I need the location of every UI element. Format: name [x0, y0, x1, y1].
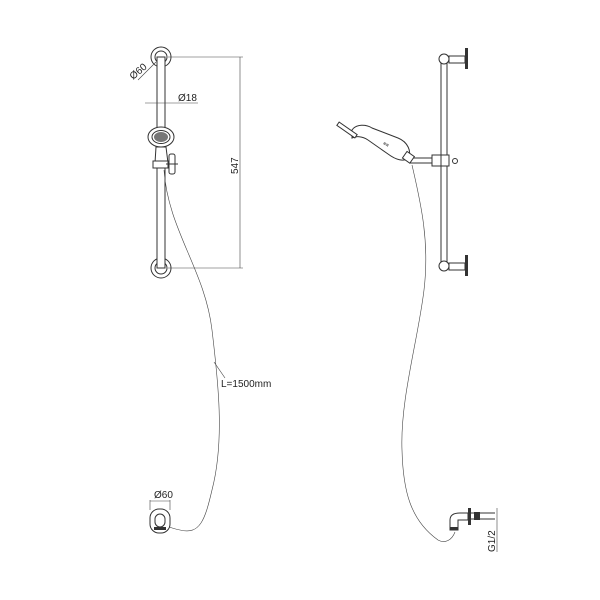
top-bracket-side — [438, 48, 468, 69]
wall-outlet — [149, 508, 171, 534]
front-view: 547 Ø18 Ø60 L=1500mm Ø60 — [128, 46, 271, 534]
shower-head — [147, 126, 175, 148]
rail-diameter-label: Ø18 — [178, 93, 197, 104]
wall-outlet-side — [449, 508, 495, 531]
hose-side — [401, 164, 456, 542]
slider-with-knob — [152, 153, 178, 175]
hose — [161, 169, 220, 532]
slider-arm — [410, 154, 458, 167]
outlet-diameter-label: Ø60 — [154, 490, 173, 501]
hose-length-label: L=1500mm — [221, 379, 271, 390]
handheld-shower-side: ≡≡ — [336, 121, 416, 164]
side-view: ≡≡ G1/2 — [336, 48, 498, 552]
thread-size-label: G1/2 — [487, 530, 498, 552]
bottom-bracket-side — [438, 255, 468, 276]
svg-text:≡≡: ≡≡ — [382, 141, 390, 149]
height-dimension-label: 547 — [230, 157, 241, 174]
